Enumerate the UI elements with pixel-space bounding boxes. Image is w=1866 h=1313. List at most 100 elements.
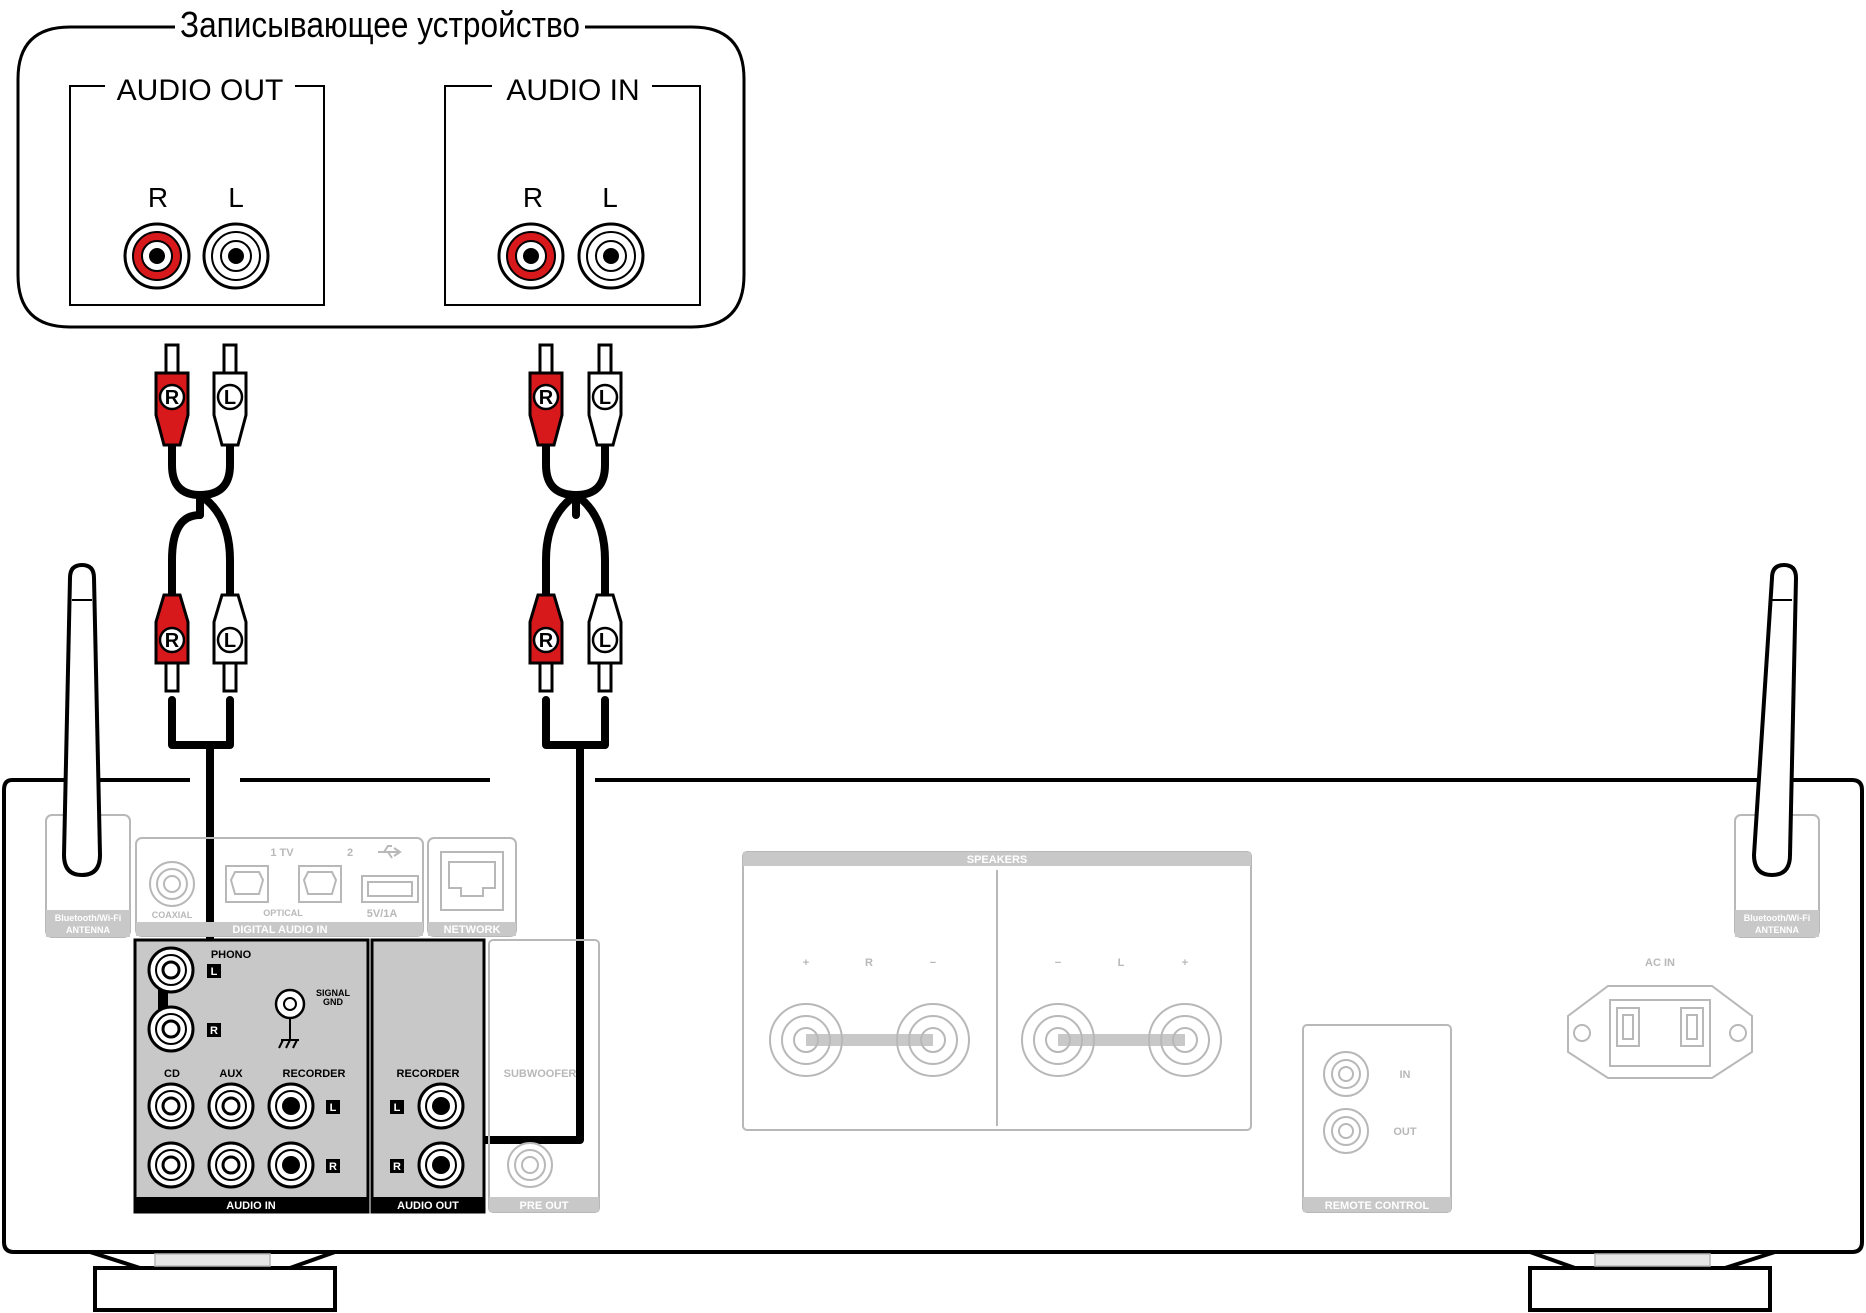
plug-l-letter: L xyxy=(599,630,611,652)
recorder-in-l-label: L xyxy=(602,182,618,213)
signal-gnd-label-2: GND xyxy=(323,997,344,1007)
remote-control-panel: REMOTE CONTROL IN OUT xyxy=(1302,1024,1452,1213)
optical-label: OPTICAL xyxy=(263,908,303,918)
optical-2-jack[interactable] xyxy=(298,865,342,903)
in-recorder-l-jack[interactable] xyxy=(267,1082,315,1130)
in-recorder-r-letter: R xyxy=(329,1161,337,1173)
phono-r-badge: R xyxy=(207,1023,221,1037)
remote-control-label: REMOTE CONTROL xyxy=(1325,1200,1430,1212)
plug-right-top-r: R xyxy=(528,343,564,447)
coaxial-label: COAXIAL xyxy=(152,910,193,920)
subwoofer-jack[interactable] xyxy=(507,1142,553,1188)
signal-gnd-terminal[interactable] xyxy=(274,988,306,1049)
recorder-in-r-jack[interactable] xyxy=(497,222,565,290)
antenna-right: Bluetooth/Wi-Fi ANTENNA xyxy=(1734,562,1820,938)
subwoofer-label: SUBWOOFER xyxy=(504,1068,577,1080)
phono-r-letter: R xyxy=(210,1025,218,1037)
signal-gnd-label-1: SIGNAL xyxy=(316,988,351,998)
in-recorder-r-jack[interactable] xyxy=(267,1141,315,1189)
usb-port[interactable] xyxy=(361,875,419,903)
plug-right-top-l: L xyxy=(587,343,623,447)
aux-l-jack[interactable] xyxy=(207,1082,255,1130)
plug-l-letter: L xyxy=(224,630,236,652)
remote-in-jack[interactable] xyxy=(1323,1051,1369,1097)
recorder-out-r-jack[interactable] xyxy=(123,222,191,290)
phono-label: PHONO xyxy=(211,949,252,961)
tv-label: 1 TV xyxy=(270,847,294,859)
antenna-left-label-2: ANTENNA xyxy=(66,925,110,935)
audio-out-panel-label: AUDIO OUT xyxy=(397,1200,459,1212)
audio-in-group-frame xyxy=(444,85,701,306)
out-recorder-l-letter: L xyxy=(394,1102,401,1114)
speaker-r-minus-label: − xyxy=(930,957,936,969)
plug-left-top-r: R xyxy=(154,343,190,447)
plug-r-letter: R xyxy=(539,630,554,652)
speaker-l-minus-label: − xyxy=(1055,957,1061,969)
out-recorder-r-jack[interactable] xyxy=(417,1141,465,1189)
amplifier: Bluetooth/Wi-Fi ANTENNA Bluetooth/Wi-Fi … xyxy=(2,562,1864,1312)
audio-out-group-frame xyxy=(69,85,325,306)
speaker-r-plus-terminal[interactable] xyxy=(769,1003,843,1077)
out-recorder-l-badge: L xyxy=(390,1100,404,1114)
speaker-r-label: R xyxy=(865,957,873,969)
usb-rating-label: 5V/1A xyxy=(367,908,398,920)
speakers-label: SPEAKERS xyxy=(967,854,1028,866)
phono-r-jack[interactable] xyxy=(147,1005,195,1053)
recorder-out-l-jack[interactable] xyxy=(202,222,270,290)
plug-r-letter: R xyxy=(539,387,554,409)
in-recorder-l-letter: L xyxy=(330,1102,337,1114)
remote-out-jack[interactable] xyxy=(1323,1108,1369,1154)
pre-out-label: PRE OUT xyxy=(520,1200,569,1212)
ac-in-label: AC IN xyxy=(1645,957,1675,969)
network-port[interactable]: NETWORK xyxy=(427,837,517,937)
amplifier-chassis xyxy=(2,778,1864,1254)
plug-right-bottom-r: R xyxy=(528,593,564,693)
plug-r-letter: R xyxy=(165,630,180,652)
speaker-l-plus-terminal[interactable] xyxy=(1148,1003,1222,1077)
aux-label: AUX xyxy=(219,1068,243,1080)
speaker-r-plus-label: + xyxy=(803,957,809,969)
optical-2-label: 2 xyxy=(347,847,353,859)
phono-l-jack[interactable] xyxy=(147,946,195,994)
cd-l-jack[interactable] xyxy=(147,1082,195,1130)
in-recorder-r-badge: R xyxy=(326,1159,340,1173)
antenna-right-label-1: Bluetooth/Wi-Fi xyxy=(1744,913,1810,923)
plug-left-bottom-l: L xyxy=(212,593,248,693)
plug-left-bottom-r: R xyxy=(154,593,190,693)
plug-l-letter: L xyxy=(599,387,611,409)
ac-inlet[interactable]: AC IN xyxy=(1567,957,1753,1079)
cd-label: CD xyxy=(164,1068,180,1080)
foot-left xyxy=(89,1250,337,1312)
in-recorder-label: RECORDER xyxy=(283,1068,346,1080)
plug-l-letter: L xyxy=(224,387,236,409)
speaker-l-minus-terminal[interactable] xyxy=(1021,1003,1095,1077)
digital-audio-in-label: DIGITAL AUDIO IN xyxy=(232,924,327,936)
recorder-in-l-jack[interactable] xyxy=(577,222,645,290)
out-recorder-label: RECORDER xyxy=(397,1068,460,1080)
speaker-l-label: L xyxy=(1118,957,1125,969)
optical-1-jack[interactable] xyxy=(225,865,269,903)
antenna-left: Bluetooth/Wi-Fi ANTENNA xyxy=(45,562,131,938)
remote-in-label: IN xyxy=(1400,1069,1411,1081)
coaxial-jack[interactable] xyxy=(149,861,195,907)
plug-r-letter: R xyxy=(165,387,180,409)
out-recorder-l-jack[interactable] xyxy=(417,1082,465,1130)
recorder-out-r-label: R xyxy=(148,182,168,213)
speaker-r-minus-terminal[interactable] xyxy=(896,1003,970,1077)
cd-r-jack[interactable] xyxy=(147,1141,195,1189)
antenna-right-label-2: ANTENNA xyxy=(1755,925,1799,935)
phono-l-letter: L xyxy=(211,966,218,978)
recorder-outline xyxy=(16,25,746,329)
aux-r-jack[interactable] xyxy=(207,1141,255,1189)
recorder-device: Записывающее устройство AUDIO OUT R L AU… xyxy=(16,4,746,329)
speakers-panel: SPEAKERS + R − − L + xyxy=(742,851,1252,1131)
speaker-l-plus-label: + xyxy=(1182,957,1188,969)
network-label: NETWORK xyxy=(444,924,501,936)
audio-out-panel: AUDIO OUT RECORDER L R xyxy=(370,938,486,1214)
audio-in-panel: AUDIO IN PHONO L R SIGNAL GND CD AUX REC… xyxy=(133,938,370,1214)
out-recorder-r-badge: R xyxy=(390,1159,404,1173)
remote-out-label: OUT xyxy=(1393,1126,1417,1138)
foot-right xyxy=(1528,1250,1776,1312)
recorder-audio-out-label: AUDIO OUT xyxy=(117,74,284,107)
